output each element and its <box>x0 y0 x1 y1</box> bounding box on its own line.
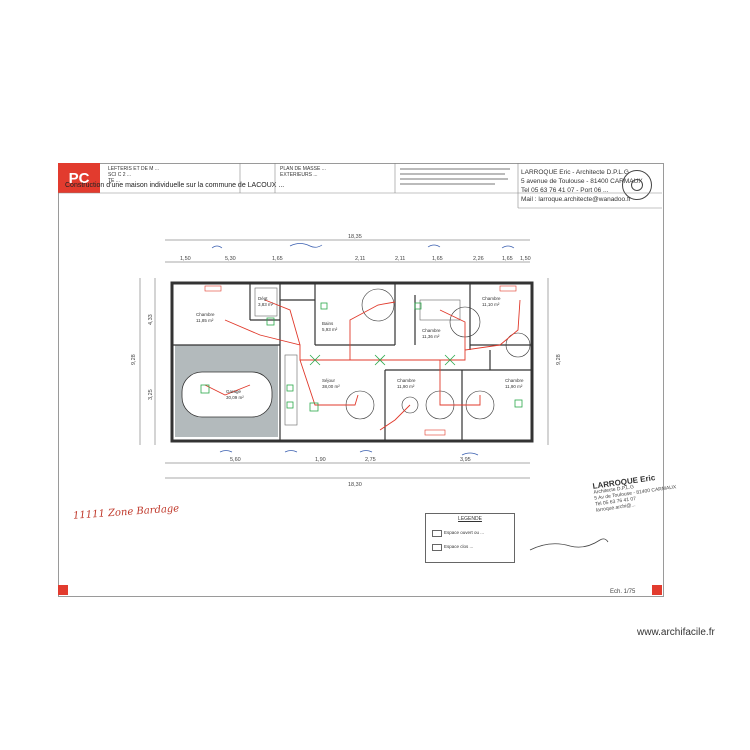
dim-top: 1,65 <box>272 256 283 262</box>
dim-bottom: 2,75 <box>365 457 376 463</box>
dim-top: 2,26 <box>473 256 484 262</box>
dim-top: 2,11 <box>395 256 405 262</box>
architect-phone: Tel 05 63 76 41 07 - Port 06 ... <box>521 187 609 194</box>
room-label: Chambre <box>196 312 215 317</box>
scale-label: Ech. 1/75 <box>610 589 636 595</box>
room-label: Séjour <box>322 378 336 383</box>
room-label: Dégt <box>258 296 268 301</box>
dim-left: 3,25 <box>148 389 154 400</box>
dim-top: 1,50 <box>180 256 191 262</box>
dim-bottom: 5,60 <box>230 457 241 463</box>
room-area: 30,09 m² <box>226 395 244 400</box>
architect-name: LARROQUE Eric - Architecte D.P.L.G <box>521 169 629 176</box>
title-block-left: LEFTERIS ET DE M ... SCI C 2 ... TE ... <box>108 166 160 184</box>
room-labels: Chambre 11,85 m² Dégt 3,83 m² Bains 5,93… <box>196 296 524 400</box>
dim-top: 2,11 <box>355 256 365 262</box>
dim-top: 1,50 <box>520 256 531 262</box>
room-label: Bains <box>322 321 334 326</box>
room-area: 11,85 m² <box>196 318 214 323</box>
room-area: 11,10 m² <box>482 302 500 307</box>
project-description: Construction d'une maison individuelle s… <box>65 182 285 189</box>
signature-mark <box>529 538 609 551</box>
drawing-sheet <box>58 163 664 597</box>
corner-mark <box>652 585 662 595</box>
dim-top: 1,65 <box>502 256 513 262</box>
room-area: 3,83 m² <box>258 302 274 307</box>
room-area: 38,00 m² <box>322 384 340 389</box>
stamp-icon <box>622 170 652 200</box>
dim-bottom-total: 18,30 <box>348 482 362 488</box>
room-label: Chambre <box>505 378 524 383</box>
legend-title: LEGENDE <box>458 516 482 522</box>
watermark: www.archifacile.fr <box>637 627 715 638</box>
dim-bottom: 3,95 <box>460 457 471 463</box>
dim-right-total: 9,28 <box>556 354 562 365</box>
dim-top: 5,30 <box>225 256 236 262</box>
network-lines <box>204 299 521 431</box>
corner-mark <box>58 585 68 595</box>
architect-address: 5 avenue de Toulouse - 81400 CARMAUX <box>521 178 643 185</box>
room-area: 11,90 m² <box>397 384 415 389</box>
room-area: 11,90 m² <box>505 384 523 389</box>
title-block-mid: PLAN DE MASSE ... EXTERIEURS ... <box>280 166 326 178</box>
room-area: 11,36 m² <box>422 334 440 339</box>
legend-item: Espace ouvert ou ... <box>432 530 484 537</box>
fixtures <box>200 302 523 412</box>
dim-bottom: 1,90 <box>315 457 326 463</box>
room-label: Chambre <box>397 378 416 383</box>
architect-block: LARROQUE Eric - Architecte D.P.L.G 5 ave… <box>521 168 643 204</box>
dim-top-total: 18,35 <box>348 234 362 240</box>
legend-item: Espace clos ... <box>432 544 473 551</box>
room-label: Garage <box>226 389 242 394</box>
architect-email: Mail : larroque.architecte@wanadoo.fr <box>521 196 631 203</box>
dim-left: 4,33 <box>148 314 154 325</box>
legend: LEGENDE Espace ouvert ou ... Espace clos… <box>425 513 515 563</box>
pc-badge: PC <box>58 163 100 193</box>
room-area: 5,93 m² <box>322 327 338 332</box>
room-label: Chambre <box>482 296 501 301</box>
room-label: Chambre <box>422 328 441 333</box>
dim-left-total: 9,28 <box>131 354 137 365</box>
dim-top: 1,65 <box>432 256 443 262</box>
